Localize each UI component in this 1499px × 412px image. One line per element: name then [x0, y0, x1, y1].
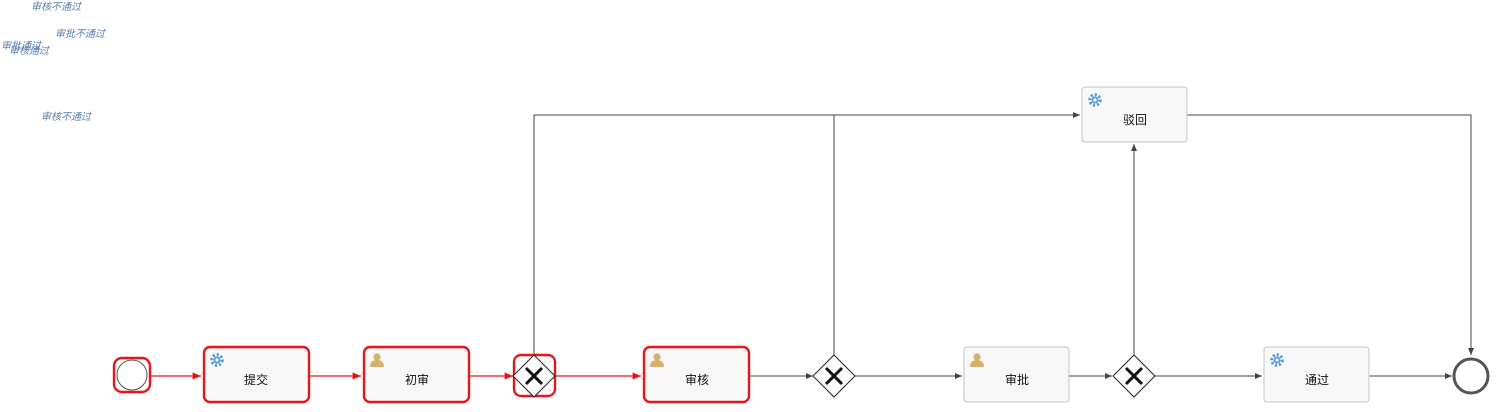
task-label: 审批: [1005, 372, 1029, 387]
flow-reject-to-end: [1187, 114, 1474, 355]
x-icon: [824, 366, 844, 386]
end-event[interactable]: [1452, 357, 1490, 395]
x-icon: [1124, 366, 1144, 386]
task-reject[interactable]: 驳回: [1081, 86, 1188, 143]
task-review[interactable]: 审核: [642, 345, 751, 404]
task-submit[interactable]: 提交: [202, 345, 311, 404]
task-label: 提交: [244, 372, 268, 387]
flow-label-approve-pass: 审批通过: [1, 40, 42, 52]
task-label: 通过: [1305, 373, 1329, 387]
exclusive-gateway-3[interactable]: [1112, 354, 1156, 398]
task-label: 驳回: [1123, 113, 1147, 127]
flow-label-review-reject-1: 审核不通过: [31, 1, 82, 13]
flow-label-approve-reject: 审批不通过: [55, 28, 106, 40]
task-label: 初审: [405, 372, 429, 387]
task-first-review[interactable]: 初审: [362, 345, 471, 404]
exclusive-gateway-1[interactable]: [512, 353, 557, 398]
start-event[interactable]: [112, 356, 152, 394]
exclusive-gateway-2[interactable]: [812, 354, 856, 398]
task-pass[interactable]: 通过: [1263, 346, 1370, 403]
flow-label-review-reject-2: 审核不通过: [41, 111, 92, 123]
x-icon: [524, 366, 544, 386]
flow-label-review-pass: 审核通过: [9, 45, 50, 57]
flow-gateway1-to-reject: [533, 112, 1080, 355]
task-label: 审核: [685, 372, 709, 387]
task-approve[interactable]: 审批: [963, 346, 1070, 403]
